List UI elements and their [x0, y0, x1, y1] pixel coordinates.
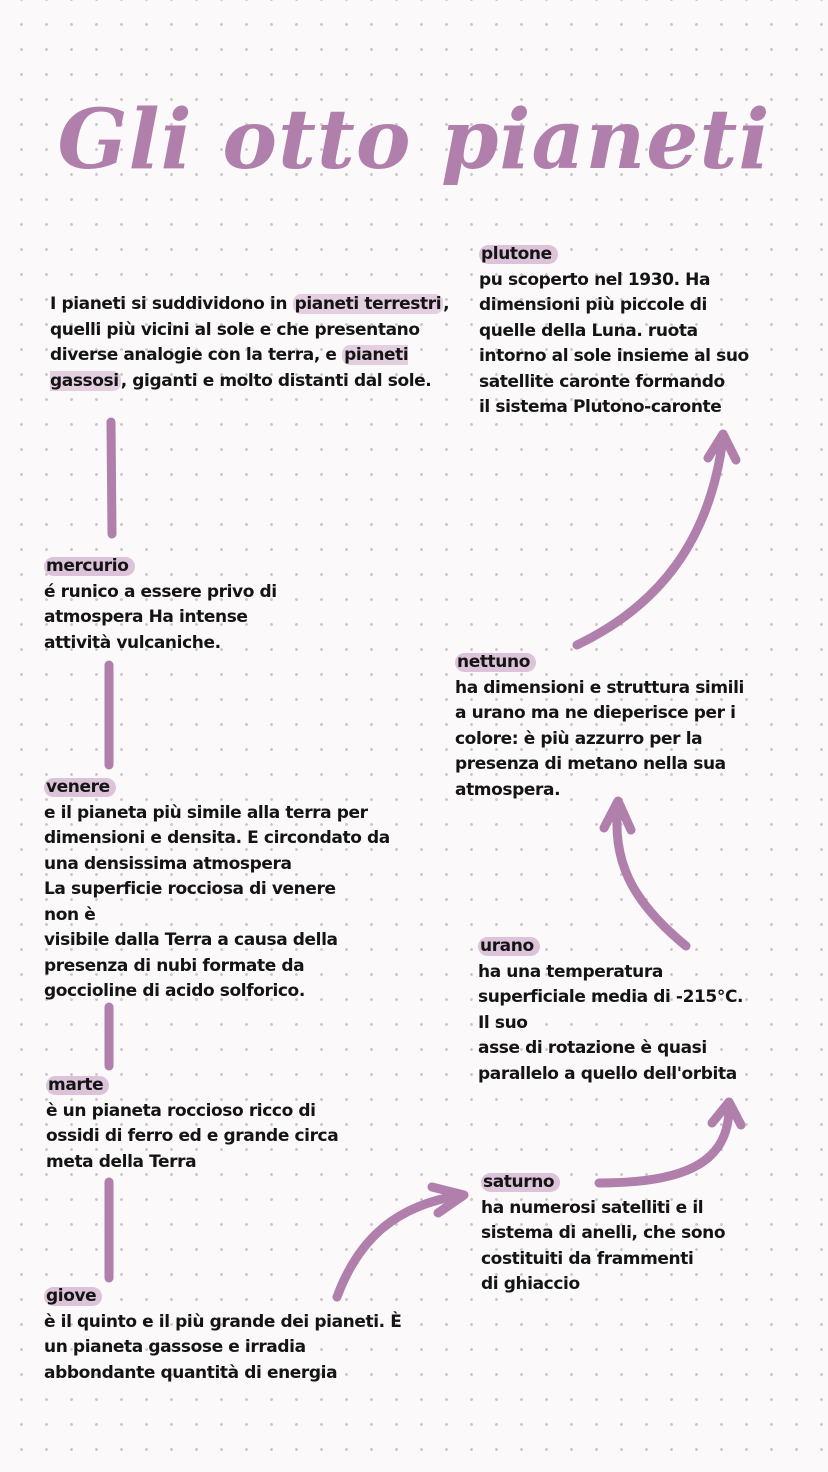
planet-desc-line: una densissima atmospera — [44, 853, 292, 874]
planet-card-venere: venere e il pianeta più simile alla terr… — [44, 775, 464, 1005]
planet-desc-line: un pianeta gassose e irradia — [44, 1337, 306, 1357]
arrowhead-saturno — [427, 1182, 469, 1218]
arrow-nettuno-plutone — [572, 433, 728, 650]
planet-desc-line: colore: è più azzurro per la — [455, 728, 703, 749]
planet-desc-line: di ghiaccio — [481, 1274, 580, 1294]
planet-desc-line: satellite caronte formando — [479, 371, 725, 392]
planet-desc-line: pu scoperto nel 1930. Ha — [479, 269, 711, 290]
planet-desc-line: goccioline di acido solforico. — [44, 981, 305, 1001]
planet-desc-line: sistema di anelli, che sono — [481, 1223, 726, 1243]
planet-desc-line: attività vulcaniche. — [44, 632, 221, 653]
planet-card-plutone: plutone pu scoperto nel 1930. Ha dimensi… — [479, 242, 809, 421]
arrow-giove-saturno — [332, 1190, 467, 1302]
planet-desc-line: ha una temperatura — [478, 961, 663, 982]
planet-label-plutone: plutone — [479, 245, 558, 264]
planet-label-saturno: saturno — [481, 1173, 561, 1192]
planet-desc-line: Il suo — [478, 1012, 528, 1033]
planet-desc-line: non è — [44, 904, 96, 925]
planet-desc-line: è un pianeta roccioso ricco di — [46, 1100, 316, 1121]
planet-desc-line: a urano ma ne dieperisce per i — [455, 703, 736, 723]
planet-desc-line: presenza di metano nella sua — [455, 754, 726, 774]
planet-desc-line: ha dimensioni e struttura simili — [455, 677, 744, 698]
arrow-urano-nettuno — [612, 798, 691, 951]
planet-label-marte: marte — [46, 1076, 110, 1095]
planet-desc-line: dimensioni e densita. E circondato da — [44, 828, 390, 848]
intro-text: I pianeti si suddividono in pianeti terr… — [50, 294, 450, 391]
planet-desc-line: ossidi di ferro ed e grande circa — [46, 1126, 339, 1146]
planet-desc-line: ha numerosi satelliti e il — [481, 1197, 704, 1218]
planet-card-saturno: saturno ha numerosi satelliti e il siste… — [481, 1170, 801, 1298]
planet-label-venere: venere — [44, 778, 116, 797]
planet-card-giove: giove è il quinto e il più grande dei pi… — [44, 1284, 464, 1386]
planet-desc-line: è il quinto e il più grande dei pianeti.… — [44, 1311, 402, 1332]
line-intro-mercurio — [106, 417, 117, 539]
planet-card-urano: urano ha una temperatura superficiale me… — [478, 934, 808, 1087]
planet-card-nettuno: nettuno ha dimensioni e struttura simili… — [455, 650, 815, 803]
planet-label-mercurio: mercurio — [44, 557, 135, 576]
planet-desc-line: e il pianeta più simile alla terra per — [44, 802, 368, 823]
planet-desc-line: abbondante quantità di energia — [44, 1362, 338, 1383]
highlight-terrestri: pianeti terrestri — [292, 294, 444, 314]
planet-card-marte: marte è un pianeta roccioso ricco di oss… — [46, 1073, 446, 1175]
planet-desc-line: il sistema Plutono-caronte — [479, 397, 722, 417]
planet-desc-line: parallelo a quello dell'orbita — [478, 1063, 737, 1084]
planet-desc-line: presenza di nubi formate da — [44, 955, 305, 976]
planet-label-giove: giove — [44, 1287, 103, 1306]
arrowhead-nettuno — [599, 796, 636, 835]
planet-desc-line: superficiale media di -215°C. — [478, 987, 744, 1007]
planet-desc-line: quelle della Luna. ruota — [479, 320, 698, 341]
planet-desc-line: é runico a essere privo di — [44, 581, 277, 602]
planet-desc-line: meta della Terra — [46, 1151, 197, 1172]
planet-desc-line: visibile dalla Terra a causa della — [44, 930, 338, 950]
planet-desc-line: intorno al sole insieme al suo — [479, 346, 749, 366]
planet-desc-line: La superficie rocciosa di venere — [44, 879, 336, 899]
planet-label-nettuno: nettuno — [455, 653, 536, 672]
arrow-saturno-urano — [594, 1100, 734, 1188]
arrowhead-urano — [707, 1097, 746, 1130]
planet-label-urano: urano — [478, 937, 540, 956]
planet-card-mercurio: mercurio é runico a essere privo di atmo… — [44, 554, 444, 656]
planet-desc-line: atmospera. — [455, 779, 561, 800]
planet-desc-line: atmospera Ha intense — [44, 607, 248, 627]
page-title: Gli otto pianeti — [57, 92, 771, 188]
arrowhead-plutone — [703, 429, 741, 465]
planet-desc-line: dimensioni più piccole di — [479, 295, 707, 315]
planet-desc-line: costituiti da frammenti — [481, 1248, 694, 1269]
planet-desc-line: asse di rotazione è quasi — [478, 1038, 707, 1058]
